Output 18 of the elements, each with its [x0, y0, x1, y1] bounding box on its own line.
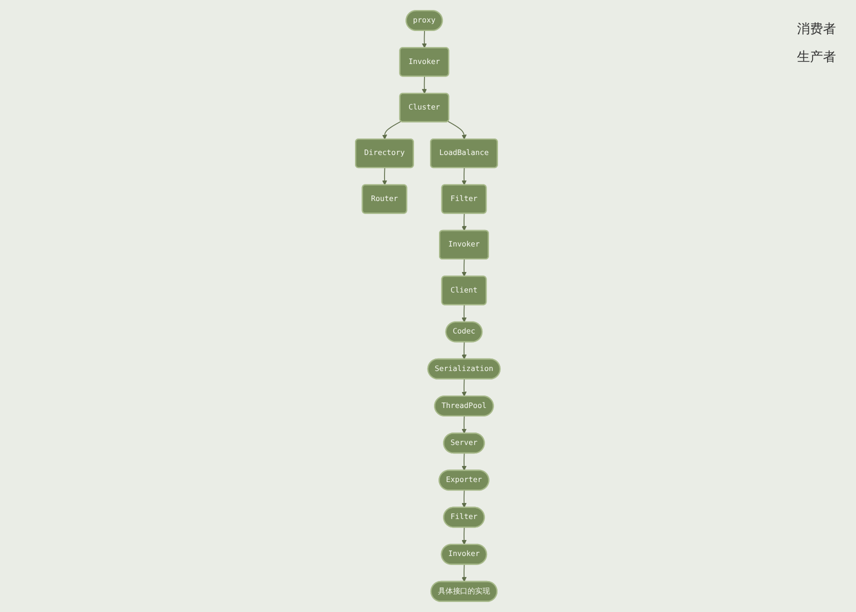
arrow — [462, 490, 467, 508]
role-label: 消费者 — [797, 21, 836, 38]
arrow — [422, 76, 428, 94]
arrow — [462, 342, 467, 360]
arrow — [448, 120, 467, 140]
arrow — [382, 120, 402, 140]
arrow — [382, 167, 388, 186]
arrow — [462, 452, 467, 471]
arrow — [462, 378, 467, 397]
arrow — [422, 30, 428, 48]
arrow — [462, 416, 467, 434]
role-label: 生产者 — [797, 49, 836, 66]
arrow — [462, 167, 467, 186]
arrow — [462, 527, 467, 545]
arrow — [462, 304, 467, 322]
arrow — [462, 213, 467, 232]
arrow — [462, 258, 467, 277]
arrow — [462, 564, 467, 582]
